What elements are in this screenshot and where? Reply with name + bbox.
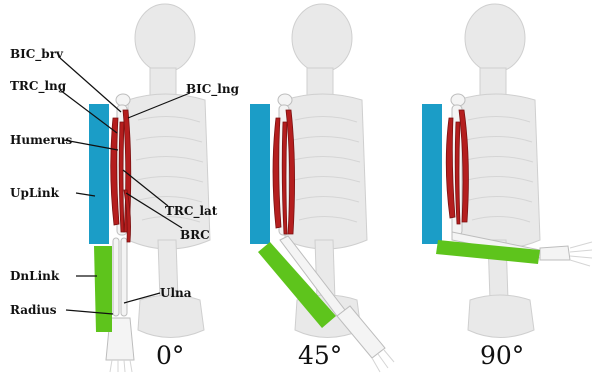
panel-90-degrees: 90° xyxy=(422,4,592,370)
label-dnlink: DnLink xyxy=(10,269,60,283)
angle-label-90: 90° xyxy=(480,341,524,370)
angle-label-0: 0° xyxy=(156,341,184,370)
label-ulna: Ulna xyxy=(160,286,192,300)
panel-0-degrees: BIC_brv TRC_lng BIC_lng Humerus UpLink T… xyxy=(10,4,240,372)
label-bic-brv: BIC_brv xyxy=(10,47,64,62)
label-bic-lng: BIC_lng xyxy=(186,82,240,97)
muscles-45 xyxy=(273,110,295,234)
panel-45-degrees: 45° xyxy=(250,4,394,372)
muscles-90 xyxy=(446,110,468,224)
dnlink-bar-0 xyxy=(94,246,112,332)
label-trc-lat: TRC_lat xyxy=(165,204,218,219)
uplink-bar-90 xyxy=(422,104,442,244)
label-radius: Radius xyxy=(10,303,57,317)
label-uplink: UpLink xyxy=(10,186,60,200)
label-humerus: Humerus xyxy=(10,133,72,147)
label-trc-lng: TRC_lng xyxy=(10,79,67,94)
label-brc: BRC xyxy=(180,228,210,242)
angle-label-45: 45° xyxy=(298,341,342,370)
skeleton-torso-90 xyxy=(458,4,540,338)
uplink-bar-45 xyxy=(250,104,270,244)
